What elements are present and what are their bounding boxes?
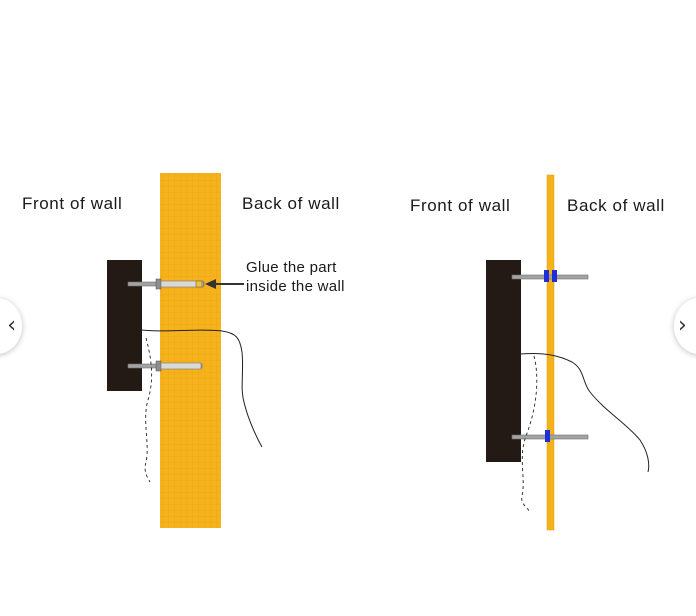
cable-front-right	[521, 355, 538, 513]
next-image-button[interactable]: ›	[674, 298, 696, 354]
thick-wall-diagram	[107, 173, 263, 528]
cable-back-right	[520, 353, 650, 473]
left-front-label: Front of wall	[22, 194, 122, 213]
upper-bolt	[511, 270, 589, 282]
glue-arrow	[205, 279, 244, 289]
glue-note-line2: inside the wall	[246, 278, 345, 295]
lower-screw	[127, 360, 203, 372]
previous-image-button[interactable]: ‹	[0, 298, 22, 354]
thin-wall	[546, 174, 555, 531]
chevron-right-icon: ›	[678, 313, 687, 338]
lower-bolt	[511, 430, 589, 442]
mounted-panel	[107, 260, 142, 391]
thick-wall-grid	[160, 173, 221, 528]
cable-front	[144, 337, 153, 483]
right-front-label: Front of wall	[410, 196, 510, 215]
mounted-panel-right	[486, 260, 521, 462]
right-back-label: Back of wall	[567, 196, 665, 215]
thin-wall-diagram	[486, 174, 650, 531]
left-back-label: Back of wall	[242, 194, 340, 213]
glue-note-line1: Glue the part	[246, 259, 337, 276]
upper-screw	[127, 278, 205, 290]
chevron-left-icon: ‹	[7, 313, 16, 338]
cable-back	[141, 329, 263, 448]
